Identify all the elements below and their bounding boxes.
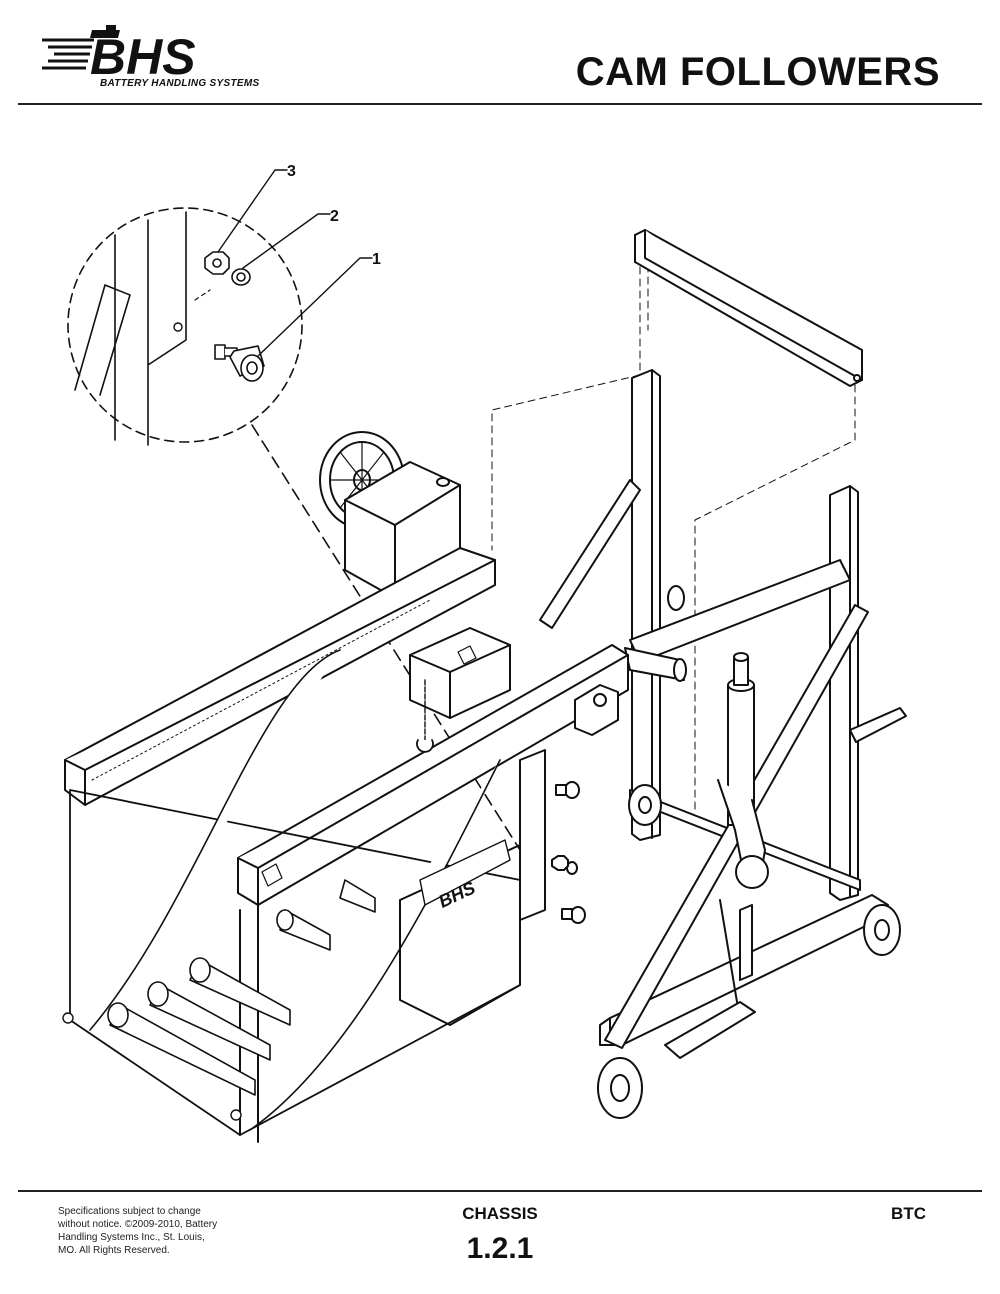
hydraulic-cylinder	[717, 652, 766, 881]
speed-lines-icon	[42, 38, 94, 70]
lock-washer-icon	[231, 268, 251, 286]
footer-copyright-note: Specifications subject to change without…	[58, 1206, 218, 1256]
side-bracket	[519, 749, 586, 924]
page-title: CAM FOLLOWERS	[575, 50, 940, 94]
hex-nut-icon	[204, 251, 230, 275]
page-number: 1.2.1	[466, 1232, 534, 1265]
callout-1: 1	[372, 251, 381, 268]
bearing-block	[574, 684, 619, 736]
roller-chute	[69, 649, 521, 1143]
footer-divider	[18, 1190, 982, 1192]
callout-2: 2	[330, 208, 339, 225]
model-code: BTC	[891, 1204, 926, 1223]
section-name: CHASSIS	[462, 1204, 538, 1223]
main-frame-rail	[64, 547, 496, 806]
detail-view	[67, 207, 303, 446]
side-handle	[849, 707, 907, 743]
hoist-box	[409, 627, 511, 753]
bhs-logo: BHS	[42, 25, 196, 85]
logo-wordmark: BHS	[90, 29, 196, 85]
parts-diagram: 3 2 1	[62, 163, 907, 1143]
cross-pipe	[624, 559, 851, 682]
casters	[597, 784, 901, 1119]
callout-3: 3	[287, 163, 296, 180]
battery-terminal-icon	[90, 25, 120, 38]
exploded-guides	[491, 254, 856, 811]
top-crossbar	[634, 229, 863, 387]
rear-diagonal-brace	[539, 479, 641, 629]
cam-follower-icon	[214, 344, 265, 382]
rollers	[107, 879, 376, 1096]
side-panel	[399, 839, 521, 1026]
front-frame-rail	[237, 644, 629, 906]
mast-uprights	[631, 369, 859, 901]
corner-bolts	[62, 1012, 242, 1121]
logo-tagline: BATTERY HANDLING SYSTEMS	[100, 78, 260, 89]
rear-mount-plate	[664, 904, 756, 1059]
callout-leaders	[217, 169, 373, 357]
header-divider	[18, 103, 982, 105]
